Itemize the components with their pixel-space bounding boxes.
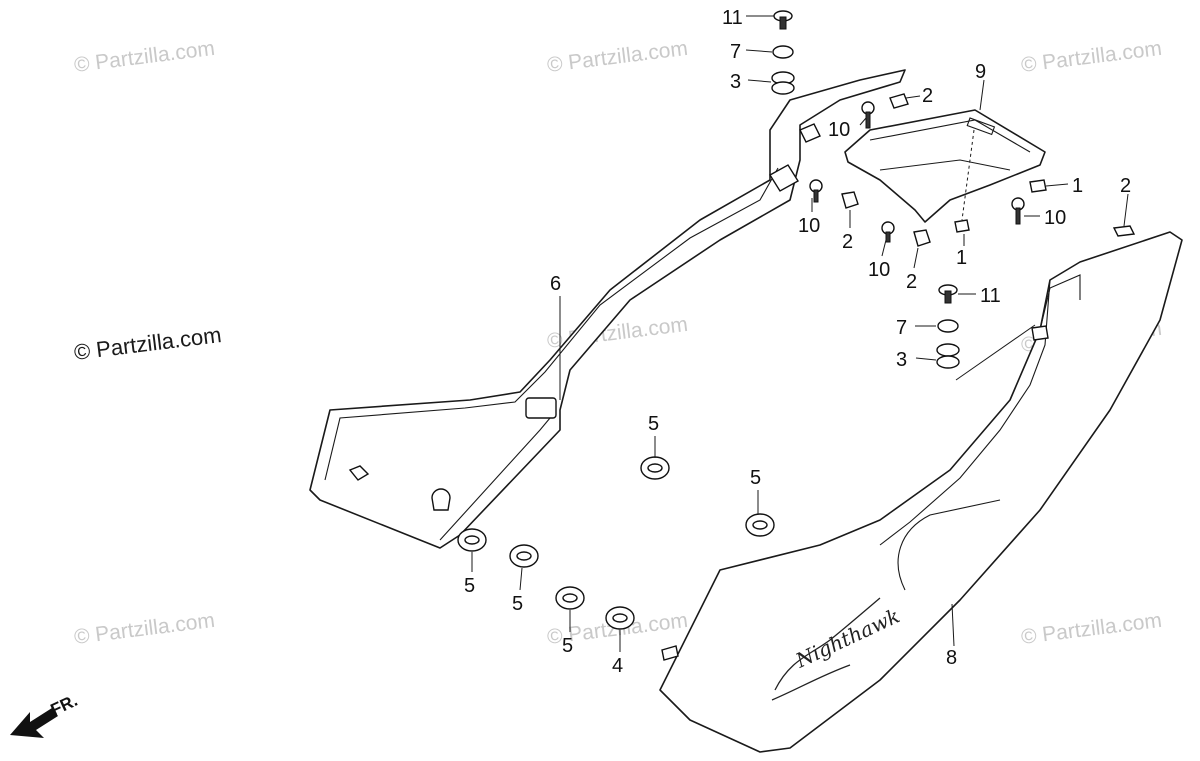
- side-cover-part[interactable]: Nighthawk: [659, 231, 1183, 753]
- tail-center-cover-part[interactable]: [844, 109, 1046, 223]
- grommet-4[interactable]: [605, 606, 635, 630]
- grommet-5[interactable]: [555, 586, 585, 610]
- callout-5[interactable]: 5: [512, 593, 523, 615]
- watermark: © Partzilla.com: [73, 609, 216, 649]
- grommet-5[interactable]: [745, 513, 775, 537]
- bolt-10[interactable]: [1011, 197, 1025, 225]
- callout-10[interactable]: 10: [1044, 207, 1066, 229]
- callout-5[interactable]: 5: [750, 467, 761, 489]
- frame-tab: [525, 397, 557, 419]
- frame-tab: [769, 164, 799, 192]
- leader-lines: [471, 15, 1129, 652]
- callout-9[interactable]: 9: [975, 61, 986, 83]
- callout-7[interactable]: 7: [896, 317, 907, 339]
- watermark: © Partzilla.com: [1020, 37, 1163, 77]
- callouts: 11 7 3 2 10 9 1 2 10 1 10 2 10 2 11 7 3 …: [464, 7, 1131, 677]
- callout-5[interactable]: 5: [562, 635, 573, 657]
- watermark: © Partzilla.com: [546, 37, 689, 77]
- arrow-icon: [10, 708, 58, 738]
- frame-grommet: [431, 488, 451, 511]
- grommet-5[interactable]: [457, 528, 487, 552]
- watermark: © Partzilla.com: [73, 322, 223, 365]
- hardware: [457, 10, 1136, 630]
- clip-1[interactable]: [954, 219, 970, 233]
- inner-frame-part[interactable]: [309, 69, 906, 549]
- grommet-5[interactable]: [640, 456, 670, 480]
- cover-tab: [1031, 325, 1049, 341]
- callout-10[interactable]: 10: [828, 119, 850, 141]
- callout-3[interactable]: 3: [896, 349, 907, 371]
- watermark: © Partzilla.com: [73, 37, 216, 77]
- callout-1[interactable]: 1: [1072, 175, 1083, 197]
- washer-7-top[interactable]: [772, 45, 794, 59]
- callout-8[interactable]: 8: [946, 647, 957, 669]
- frame-tab: [799, 123, 821, 143]
- grommet-3-top[interactable]: [771, 71, 795, 95]
- grommet-3-lower[interactable]: [936, 343, 960, 369]
- callout-11[interactable]: 11: [980, 285, 1001, 307]
- callout-5[interactable]: 5: [464, 575, 475, 597]
- clip-2[interactable]: [1112, 225, 1136, 237]
- callout-2[interactable]: 2: [922, 85, 933, 107]
- front-direction-arrow: FR.: [10, 691, 81, 738]
- callout-4[interactable]: 4: [612, 655, 623, 677]
- bolt-11-lower[interactable]: [938, 284, 958, 304]
- clip-2[interactable]: [889, 93, 909, 109]
- callout-11[interactable]: 11: [722, 7, 743, 29]
- grommet-5[interactable]: [509, 544, 539, 568]
- callout-1[interactable]: 1: [956, 247, 967, 269]
- callout-10[interactable]: 10: [798, 215, 820, 237]
- callout-6[interactable]: 6: [550, 273, 561, 295]
- callout-2[interactable]: 2: [842, 231, 853, 253]
- frame-peg: [348, 465, 370, 481]
- bolt-10[interactable]: [809, 179, 823, 203]
- callout-3[interactable]: 3: [730, 71, 741, 93]
- clip-2[interactable]: [841, 191, 859, 209]
- bolt-11-top[interactable]: [773, 10, 793, 30]
- bolt-10[interactable]: [881, 221, 895, 243]
- watermark: © Partzilla.com: [1020, 609, 1163, 649]
- callout-2[interactable]: 2: [906, 271, 917, 293]
- callout-7[interactable]: 7: [730, 41, 741, 63]
- washer-7-lower[interactable]: [937, 319, 959, 333]
- clip-1[interactable]: [1029, 179, 1047, 193]
- callout-5[interactable]: 5: [648, 413, 659, 435]
- cover-peg: [661, 645, 679, 661]
- callout-2[interactable]: 2: [1120, 175, 1131, 197]
- clip-2[interactable]: [913, 229, 931, 247]
- bolt-10[interactable]: [861, 101, 875, 129]
- callout-10[interactable]: 10: [868, 259, 890, 281]
